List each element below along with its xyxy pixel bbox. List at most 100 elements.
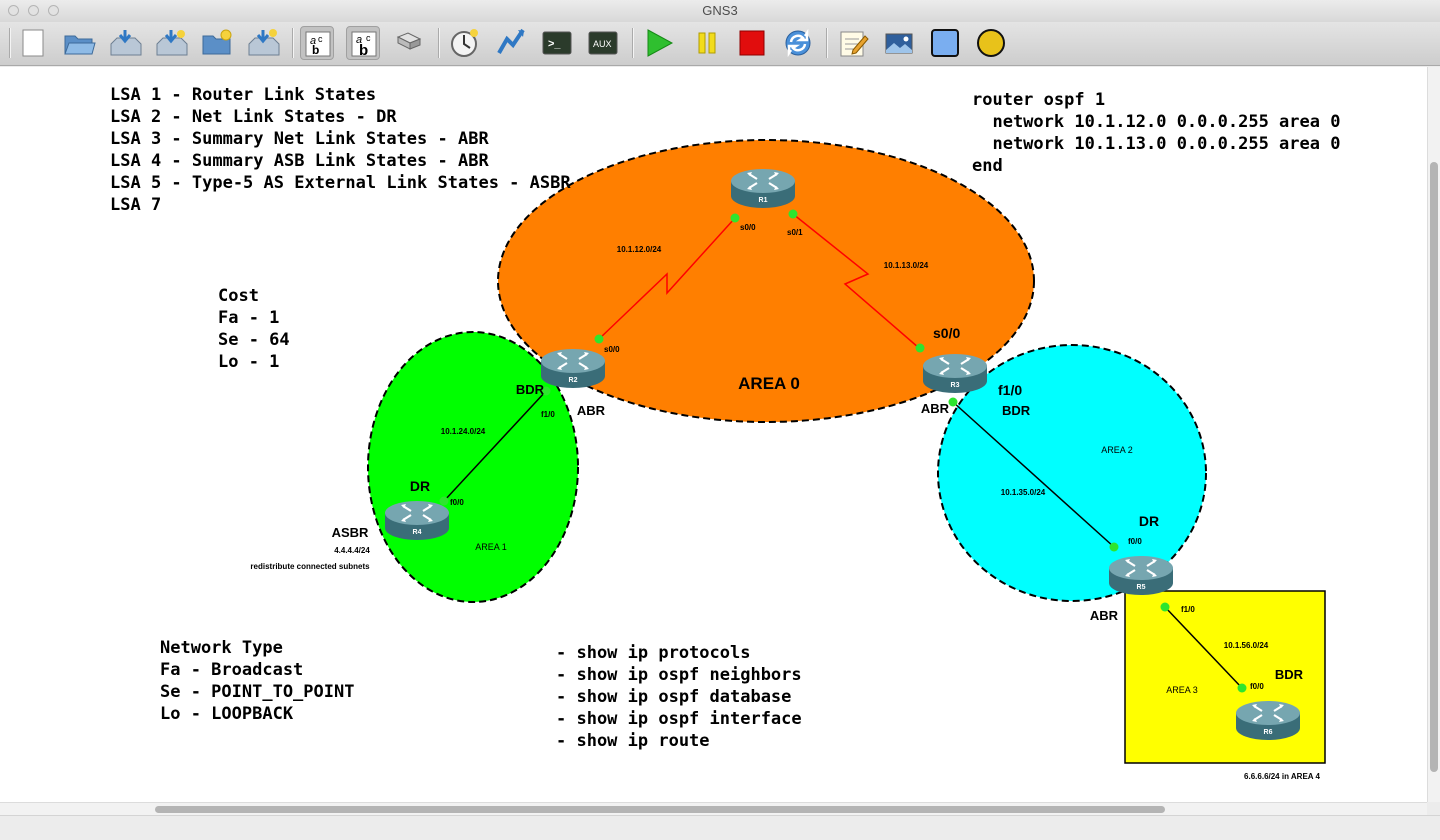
minimize-window-button[interactable] xyxy=(28,5,39,16)
add-link-button[interactable] xyxy=(392,26,426,60)
interface-label: f1/0 xyxy=(1181,605,1195,614)
area-3-label: AREA 3 xyxy=(1166,685,1198,695)
interface-label: s0/0 xyxy=(740,223,756,232)
router-r2-role-label: ABR xyxy=(577,403,606,418)
save-project-button[interactable] xyxy=(108,26,142,60)
snapshot-button[interactable] xyxy=(448,26,482,60)
svg-text:c: c xyxy=(318,34,323,44)
link-r1-r3[interactable] xyxy=(792,213,920,349)
add-note-button[interactable] xyxy=(836,26,870,60)
subnet-label: 10.1.35.0/24 xyxy=(1001,488,1046,497)
svg-text:AUX: AUX xyxy=(593,39,612,49)
router-r6-bdr-label: BDR xyxy=(1275,667,1304,682)
svg-text:c: c xyxy=(366,33,371,43)
insert-picture-icon xyxy=(885,33,913,54)
link-r1-r2[interactable] xyxy=(598,217,736,340)
new-project-button[interactable] xyxy=(16,26,50,60)
console-connect-icon xyxy=(497,28,525,54)
toolbar-separator xyxy=(632,28,634,58)
router-r3[interactable]: R3 xyxy=(921,352,989,395)
area-1-label: AREA 1 xyxy=(475,542,507,552)
vertical-scroll-thumb[interactable] xyxy=(1430,162,1438,772)
svg-text:b: b xyxy=(312,43,319,57)
subnet-label: 10.1.13.0/24 xyxy=(884,261,929,270)
router-r4-note-label: redistribute connected subnets xyxy=(250,562,370,571)
suspend-all-icon xyxy=(698,32,716,54)
insert-picture-button[interactable] xyxy=(882,26,916,60)
router-r6[interactable]: R6 xyxy=(1234,699,1302,742)
zoom-window-button[interactable] xyxy=(48,5,59,16)
show-commands-note[interactable]: - show ip protocols - show ip ospf neigh… xyxy=(556,643,802,751)
status-bar xyxy=(0,815,1440,840)
link-status-dot xyxy=(948,397,958,407)
svg-text:>_: >_ xyxy=(548,38,561,50)
draw-ellipse-button[interactable] xyxy=(974,26,1008,60)
router-r5-role-label: ABR xyxy=(1090,608,1119,623)
aux-console-button[interactable]: AUX xyxy=(586,26,620,60)
router-r6-loopback-label: 6.6.6.6/24 in AREA 4 xyxy=(1244,772,1320,781)
link-status-dot xyxy=(439,496,449,506)
open-folder-button[interactable] xyxy=(200,26,234,60)
horizontal-scrollbar[interactable] xyxy=(0,802,1427,815)
router-r4-name: R4 xyxy=(413,529,422,536)
stop-all-button[interactable] xyxy=(735,26,769,60)
svg-text:a: a xyxy=(356,34,362,46)
router-r5-name: R5 xyxy=(1137,584,1146,591)
router-r2-name: R2 xyxy=(569,377,578,384)
suspend-all-button[interactable] xyxy=(690,26,724,60)
link-r2-r4[interactable] xyxy=(443,390,547,502)
ospf-config-note[interactable]: router ospf 1 network 10.1.12.0 0.0.0.25… xyxy=(972,90,1341,176)
lsa-types-note[interactable]: LSA 1 - Router Link States LSA 2 - Net L… xyxy=(110,85,571,215)
add-note-icon xyxy=(840,31,869,57)
vertical-scrollbar[interactable] xyxy=(1427,67,1440,802)
console-all-button[interactable]: >_ xyxy=(540,26,574,60)
console-connect-button[interactable] xyxy=(494,26,528,60)
title-bar: GNS3 xyxy=(0,0,1440,23)
interface-label: f0/0 xyxy=(1128,537,1142,546)
router-r4-dr-label: DR xyxy=(410,478,430,494)
router-r5[interactable]: R5 xyxy=(1107,554,1175,597)
area-2-label: AREA 2 xyxy=(1101,445,1133,455)
draw-rectangle-icon xyxy=(931,29,959,57)
link-r5-r6[interactable] xyxy=(1164,606,1243,689)
link-status-dot xyxy=(915,343,925,353)
router-r4-loopback-label: 4.4.4.4/24 xyxy=(334,546,370,555)
close-window-button[interactable] xyxy=(8,5,19,16)
aux-console-icon: AUX xyxy=(588,31,618,55)
import-export-button[interactable] xyxy=(246,26,280,60)
toolbar-separator xyxy=(292,28,294,58)
draw-rectangle-button[interactable] xyxy=(928,26,962,60)
router-r4[interactable]: R4 xyxy=(383,499,451,542)
link-status-dot xyxy=(788,209,798,219)
reload-all-icon xyxy=(785,28,811,58)
draw-ellipse-icon xyxy=(977,29,1005,57)
router-r5-dr-label: DR xyxy=(1139,513,1159,529)
link-status-dots xyxy=(439,209,1247,693)
router-r1-name: R1 xyxy=(759,197,768,204)
open-project-button[interactable] xyxy=(62,26,96,60)
interface-label: s0/0 xyxy=(604,345,620,354)
link-r3-r5[interactable] xyxy=(952,401,1115,548)
subnet-label: 10.1.12.0/24 xyxy=(617,245,662,254)
save-as-button[interactable] xyxy=(154,26,188,60)
save-project-icon xyxy=(110,30,142,56)
open-project-icon xyxy=(64,35,96,55)
router-r1[interactable]: R1 xyxy=(729,167,797,210)
start-all-button[interactable] xyxy=(642,26,676,60)
console-all-icon: >_ xyxy=(542,31,572,55)
cost-note[interactable]: Cost Fa - 1 Se - 64 Lo - 1 xyxy=(218,286,290,372)
area-2-zone xyxy=(937,344,1207,602)
reload-all-button[interactable] xyxy=(781,26,815,60)
horizontal-scroll-thumb[interactable] xyxy=(155,806,1165,813)
interface-label: s0/1 xyxy=(787,228,803,237)
start-all-icon xyxy=(647,29,674,57)
router-r2-bdr-label: BDR xyxy=(516,382,545,397)
network-type-note[interactable]: Network Type Fa - Broadcast Se - POINT_T… xyxy=(160,638,355,724)
topology-canvas[interactable]: AREA 0 AREA 1 AREA 2 AREA 3 10.1.12.0/24… xyxy=(0,67,1427,802)
router-r2[interactable]: R2 xyxy=(539,347,607,390)
router-r3-name: R3 xyxy=(951,382,960,389)
